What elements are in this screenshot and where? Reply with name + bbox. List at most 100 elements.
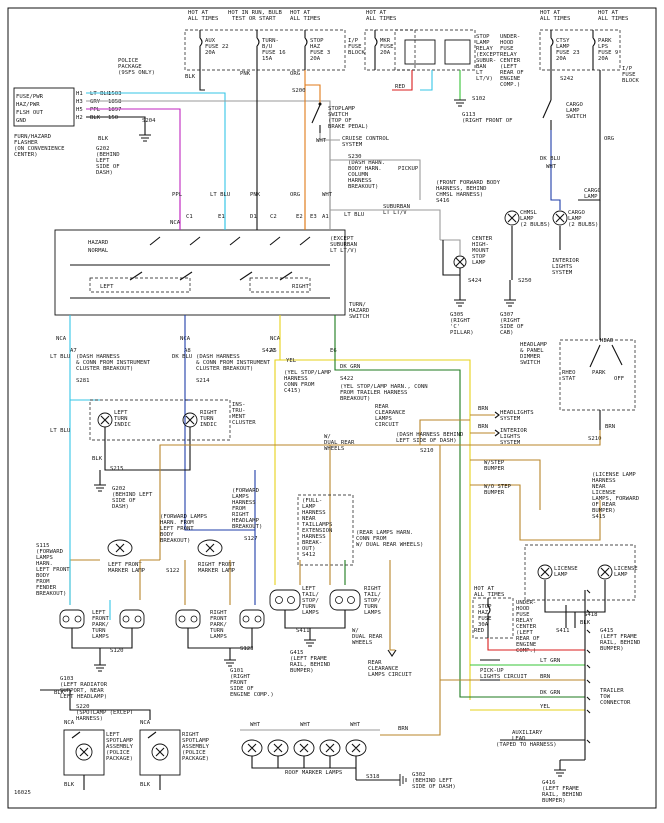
flasher-wire-1-color: GRY <box>90 99 101 105</box>
s102-label: S102 <box>472 96 485 102</box>
fwr-line6: BREAKOUT) <box>232 524 262 530</box>
lti-line0: LEFT <box>114 410 128 416</box>
rc2b-line6: REAR OF <box>516 636 540 642</box>
g202-line4: DASH) <box>96 170 113 176</box>
g101-line2: FRONT <box>230 680 247 686</box>
wl-dkgrn: DK GRN <box>340 364 360 370</box>
lfm-line1: MARKER LAMP <box>108 568 146 574</box>
fwr-line1: LAMPS <box>232 494 249 500</box>
chm-line2: MOUNT <box>472 248 489 254</box>
fwr-line5: HEADLAMP <box>232 518 260 524</box>
relay-center-line1: HOOD <box>500 40 514 46</box>
lh-line3: LICENSE <box>592 490 616 496</box>
lfp-line4: LAMPS <box>92 634 109 640</box>
wl-blk-ind: BLK <box>92 456 103 462</box>
s318-label: S318 <box>366 774 380 780</box>
fwd-line3: BODY <box>160 532 174 538</box>
pin-a8: A8 <box>184 348 191 354</box>
slh2-line1: FROM TRAILER HARNESS <box>340 390 407 396</box>
fuse-ctsy-line0: HOT AT <box>540 10 561 16</box>
s127-label: S127 <box>244 536 257 542</box>
fuse-mkr-line0: HOT AT <box>366 10 387 16</box>
wl-brn-trailer: BRN <box>540 674 550 680</box>
lh-line0: (LICENSE LAMP <box>592 472 636 478</box>
rc2-line0: REAR <box>368 660 382 666</box>
fwd-line1: HARN. FROM <box>160 520 194 526</box>
s115-line7: FENDER <box>36 585 57 591</box>
cargo-sw-line1: LAMP <box>566 108 580 114</box>
rfp-line0: RIGHT <box>210 610 227 616</box>
ls-line0: LEFT <box>106 732 120 738</box>
g202-line3: SIDE OF <box>96 164 120 170</box>
except-line1: SUBURBAN <box>330 242 357 248</box>
nca-spot1: NCA <box>64 720 75 726</box>
ls-line2: ASSEMBLY <box>106 744 134 750</box>
aux-line2: (TAPED TO HARNESS) <box>496 742 557 748</box>
dhl-line2: CLUSTER BREAKOUT) <box>76 366 133 372</box>
police-line1: PACKAGE <box>118 64 142 70</box>
left-label: LEFT <box>100 284 114 290</box>
wire-org-stop <box>304 70 321 230</box>
wd-line0: W/ <box>352 628 359 634</box>
wl-pnk-sw: PNK <box>250 192 261 198</box>
wl-red-relay: RED <box>395 84 406 90</box>
wl-s242: S242 <box>560 76 573 82</box>
fuse-mkr-line2: MKR <box>380 38 391 44</box>
lfp-line1: FRONT <box>92 616 109 622</box>
hs-line0: HEADLAMP <box>520 342 548 348</box>
g416-line0: G416 <box>542 780 555 786</box>
cl-line2: MENT <box>232 414 246 420</box>
sw-pin-c1: C1 <box>186 214 193 220</box>
s115-line3: HARN. <box>36 561 53 567</box>
fwr-line3: FROM <box>232 506 246 512</box>
lfp-line3: TURN <box>92 628 105 634</box>
g305-line1: (RIGHT <box>450 318 471 324</box>
stoplamp-line3: BRAKE PEDAL) <box>328 124 368 130</box>
dhl-line0: (DASH HARNESS <box>76 354 120 360</box>
g103-line0: G103 <box>60 676 73 682</box>
nca-b1: NCA <box>56 336 67 342</box>
pin-a7: A7 <box>70 348 77 354</box>
flasher-pin-2: H5 <box>76 107 83 113</box>
sw-pin-c2: C2 <box>270 214 277 220</box>
g415-line3: BUMPER) <box>290 668 314 674</box>
rc2b-line5: (LEFT <box>516 630 533 636</box>
rr-line4: LAMPS <box>364 610 381 616</box>
tr-line0: TRAILER <box>600 688 624 694</box>
s210-label: S210 <box>588 436 601 442</box>
rr-line3: TURN <box>364 604 377 610</box>
s230-line0: S230 <box>348 154 361 160</box>
cargo-lamp-line0: CARGO <box>568 210 585 216</box>
fh-line3: S416 <box>436 198 449 204</box>
wl-brn-hl: BRN <box>478 406 488 412</box>
rs-line1: SPOTLAMP <box>182 738 210 744</box>
s418-label: S418 <box>584 612 598 618</box>
wl-ltblu-sw: LT BLU <box>210 192 230 198</box>
flasher-pin-label-0: FUSE/PWR <box>16 94 44 100</box>
s123-label: S123 <box>240 646 253 652</box>
s115-line4: LEFT FRONT <box>36 567 70 573</box>
wl-ltblu-left2: LT BLU <box>50 428 70 434</box>
rs-line2: ASSEMBLY <box>182 744 210 750</box>
cargo-group: S242 CARGO LAMP SWITCH DK BLU WHT CHMSL … <box>504 70 615 280</box>
g416-line2: RAIL, BEHIND <box>542 792 583 798</box>
s115-line6: FROM <box>36 579 50 585</box>
hl-line1: SYSTEM <box>500 416 521 422</box>
ip-block-line1: FUSE <box>348 44 362 50</box>
rh-line1: CONN FROM <box>356 536 387 542</box>
s250-label: S250 <box>518 278 531 284</box>
rti-line2: INDIC <box>200 422 217 428</box>
hf-line7: BREAK- <box>302 540 322 546</box>
hf-line9: S412 <box>302 552 315 558</box>
wire-dkgrn <box>334 315 585 698</box>
s220-line2: HARNESS) <box>76 716 103 722</box>
sw-pin-e1: E1 <box>218 214 225 220</box>
fuse-stop-line2: STOP <box>310 38 324 44</box>
turn-indicators: LEFT TURN INDIC RIGHT TURN INDIC INS- TR… <box>89 399 256 510</box>
g415-line1: (LEFT FRAME <box>290 656 328 662</box>
g415-line0: G415 <box>290 650 303 656</box>
wl-ltblu-left: LT BLU <box>50 354 70 360</box>
g302-line1: (BEHIND LEFT <box>412 778 453 784</box>
fwd-line4: BREAKOUT) <box>160 538 190 544</box>
relay-line2: RELAY <box>476 46 493 52</box>
